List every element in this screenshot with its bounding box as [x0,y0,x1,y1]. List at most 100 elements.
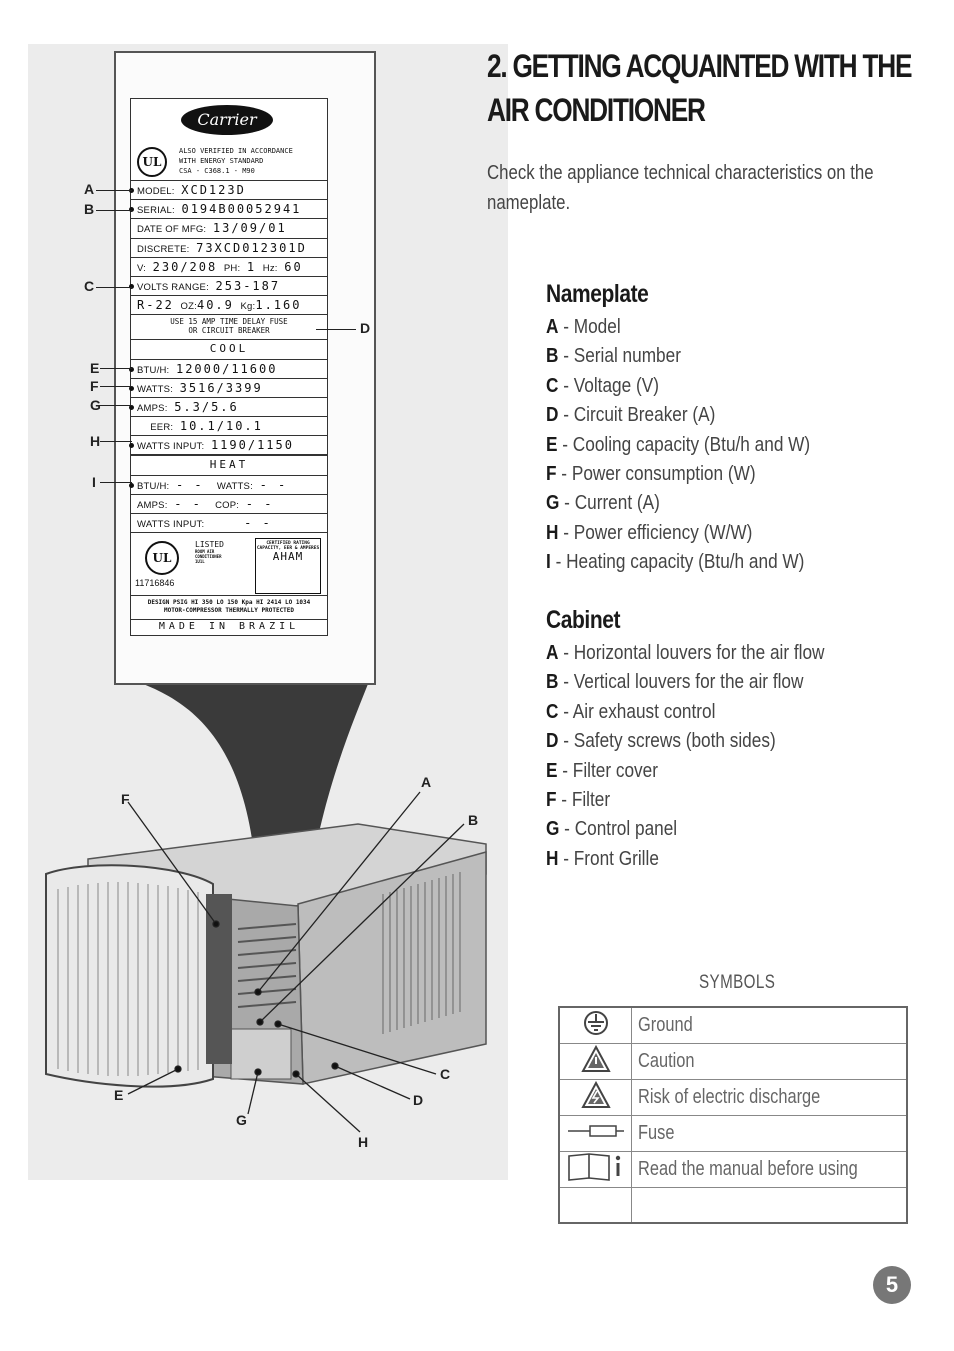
plate-callout-g: G [90,397,101,413]
heat-header: HEAT [131,454,327,474]
legend-item: E - Cooling capacity (Btu/h and W) [546,432,811,456]
plate-leader-g [100,405,132,406]
symbol-row: Caution [558,1043,908,1080]
legend-item: A - Model [546,315,621,338]
voltage-row: V: 230/208 PH: 1 Hz: 60 [131,256,327,276]
symbol-label: Fuse [638,1122,675,1144]
plate-callout-d: D [360,320,371,336]
made-in-row: MADE IN BRAZIL [131,619,327,635]
nameplate-header: Carrier [131,99,327,144]
cabinet-callout-a: A [421,774,432,790]
nameplate-card: Carrier UL ALSO VERIFIED IN ACCORDANCE W… [114,51,376,685]
date-row: DATE OF MFG: 13/09/01 [131,218,327,237]
ground-icon [583,1011,608,1035]
legend-item: G - Control panel [546,817,678,841]
caution-icon [580,1044,611,1072]
symbol-row: Risk of electric discharge [558,1079,908,1116]
legend-item: B - Vertical louvers for the air flow [546,670,804,694]
carrier-logo: Carrier [181,105,273,135]
symbol-label: Read the manual before using [638,1158,858,1180]
symbols-table: Ground Caution Risk of electric discharg… [558,1006,908,1224]
volts-range-row: VOLTS RANGE: 253-187 [129,275,327,295]
plate-leader-d [316,329,356,330]
electric-discharge-icon [580,1080,611,1108]
plate-leader-c [96,287,132,288]
plate-callout-f: F [90,378,99,394]
plate-callout-c: C [84,278,95,294]
model-row: MODEL: XCD123D [129,180,327,199]
legend-item: I - Heating capacity (Btu/h and W) [546,550,805,574]
cabinet-callout-d: D [413,1092,424,1108]
plate-number: 11716846 [135,578,175,589]
heat-btu-row: BTU/H: - - WATTS: - - [129,474,327,494]
cabinet-callout-c: C [440,1066,451,1082]
verification-row: UL ALSO VERIFIED IN ACCORDANCE WITH ENER… [131,144,327,180]
symbol-label: Caution [638,1050,695,1072]
plate-callout-h: H [90,433,101,449]
legend-item: H - Power efficiency (W/W) [546,520,753,544]
symbol-label: Ground [638,1014,693,1036]
watts-input-row: WATTS INPUT: 1190/1150 [129,435,327,454]
cabinet-callout-e: E [114,1087,124,1103]
legend-item: F - Filter [546,788,611,812]
amps-row: AMPS: 5.3/5.6 [129,396,327,416]
cabinet-heading: Cabinet [546,606,621,634]
design-row: DESIGN PSIG HI 350 LO 150 Kpa HI 2414 LO… [131,595,327,619]
legend-item: B - Serial number [546,344,681,368]
heat-amps-row: AMPS: - - COP: - - [131,493,327,513]
plate-callout-e: E [90,360,100,376]
cabinet-legend: Cabinet A - Horizontal louvers for the a… [546,604,899,873]
cabinet-callout-g: G [236,1112,247,1128]
cabinet-callout-f: F [121,791,130,807]
refrigerant-row: R-22 OZ:40.9 Kg:1.160 [131,295,327,314]
ul-listed-logo: UL [145,541,179,576]
certification-row: UL LISTED ROOM AIR CONDITIONER 1U1L CERT… [131,532,327,595]
legend-item: G - Current (A) [546,491,660,515]
plate-leader-i [100,482,132,483]
serial-row: SERIAL: 0194B00052941 [129,199,327,218]
ul-logo: UL [137,147,167,177]
btu-row: BTU/H: 12000/11600 [129,358,327,378]
cool-header: COOL [131,339,327,358]
air-conditioner-illustration: F A B C D E G H Carrier UL ALSO VERIFIED… [28,44,508,1180]
symbols-title: SYMBOLS [699,972,776,993]
listed-text: LISTED ROOM AIR CONDITIONER 1U1L [195,540,224,565]
legend-item: E - Filter cover [546,758,658,782]
discrete-row: DISCRETE: 73XCD012301D [131,237,327,257]
page-title: 2. GETTING ACQUAINTED WITH THE AIR CONDI… [487,48,912,128]
plate-leader-h [100,441,132,442]
eer-row: EER: 10.1/10.1 [131,416,327,435]
watts-row: WATTS: 3516/3399 [129,377,327,397]
plate-callout-a: A [84,181,95,197]
fuse-icon [567,1125,624,1137]
symbol-row: Read the manual before using [558,1151,908,1188]
verification-text: ALSO VERIFIED IN ACCORDANCE WITH ENERGY … [179,147,293,175]
nameplate-legend: Nameplate A - Model B - Serial number C … [546,278,899,577]
symbol-label: Risk of electric discharge [638,1086,821,1108]
intro-paragraph: Check the appliance technical characteri… [487,162,874,214]
cabinet-callout-b: B [468,812,479,828]
nameplate-heading: Nameplate [546,280,649,308]
cabinet-callout-h: H [358,1134,369,1150]
symbol-row: Ground [558,1006,908,1044]
legend-item: D - Circuit Breaker (A) [546,403,716,427]
nameplate-label: Carrier UL ALSO VERIFIED IN ACCORDANCE W… [129,98,328,637]
read-manual-icon [567,1153,620,1181]
symbol-row-empty [558,1187,908,1224]
plate-callout-b: B [84,201,95,217]
legend-item: A - Horizontal louvers for the air flow [546,641,825,664]
legend-item: H - Front Grille [546,846,659,870]
page-number: 5 [873,1266,911,1304]
legend-item: C - Air exhaust control [546,699,716,723]
legend-item: F - Power consumption (W) [546,462,756,486]
plate-leader-a [96,190,132,191]
legend-item: C - Voltage (V) [546,373,659,397]
plate-callout-i: I [92,474,96,490]
plate-leader-e [100,368,132,369]
symbol-row: Fuse [558,1115,908,1152]
plate-leader-b [96,210,132,211]
plate-leader-f [100,386,132,387]
legend-item: D - Safety screws (both sides) [546,729,776,753]
